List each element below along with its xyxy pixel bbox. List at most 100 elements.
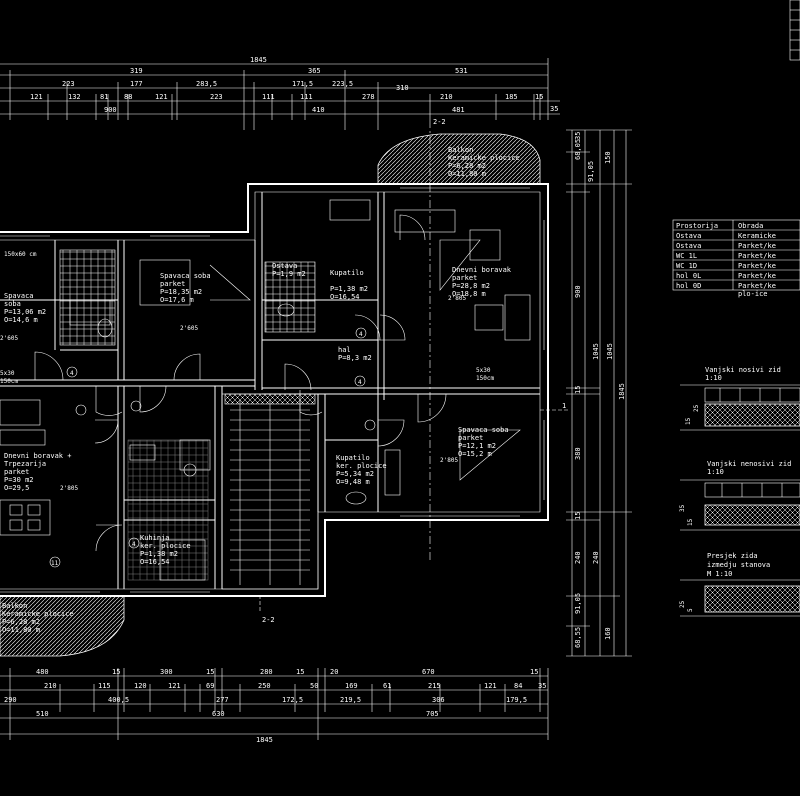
svg-text:Spavaca soba: Spavaca soba <box>458 426 509 434</box>
room-dnevni-trpezarija: Dnevni boravak + Trpezarija parket P=30 … <box>4 452 71 492</box>
detail-3-title: Presjek zida <box>707 552 758 560</box>
svg-text:soba: soba <box>4 300 21 308</box>
balcony-top <box>377 133 541 185</box>
room-balkon-bottom: Balkon Keramicke plocice P=6,28 m2 O=11,… <box>2 602 74 634</box>
dim-top-r4-2: 132 <box>68 93 81 101</box>
finish-row-3-finish: Parket/ke <box>738 252 776 260</box>
marker-label-1: 4 <box>70 370 74 377</box>
dim-right-c1-7: 380 <box>574 447 582 460</box>
svg-text:P=1,38 m2: P=1,38 m2 <box>330 285 368 293</box>
detail-3-dim-2: 5 <box>687 608 694 612</box>
balcony-bottom-left <box>0 595 125 657</box>
svg-text:hal: hal <box>338 346 351 354</box>
dim-right-c2-2: 1045 <box>592 343 600 360</box>
room-labels: Balkon Keramicke plocice P=6,28 m2 O=11,… <box>2 146 520 634</box>
marker-label-5: 11 <box>51 560 59 567</box>
svg-text:P=8,3 m2: P=8,3 m2 <box>338 354 372 362</box>
marker-label-2: 4 <box>358 379 362 386</box>
svg-text:Spavaca soba: Spavaca soba <box>160 272 211 280</box>
detail-2-scale: 1:10 <box>707 468 724 476</box>
room-spavaca-soba-3: Spavaca soba P=13,06 m2 O=14,6 m <box>4 292 46 324</box>
dim-top-r3-3: 283,5 <box>196 80 217 88</box>
dim-bot-r2-3: 120 <box>134 682 147 690</box>
wall-detail-3: Presjek zida izmedju stanova M 1:10 25 5 <box>679 552 800 617</box>
dim-bot-r2-11: 121 <box>484 682 497 690</box>
finish-table-header-finish: Obrada <box>738 222 763 230</box>
finish-row-5-finish: Parket/ke <box>738 272 776 280</box>
detail-2-title: Vanjski nenosivi zid <box>707 460 791 468</box>
svg-text:Dnevni boravak +: Dnevni boravak + <box>4 452 71 460</box>
dim-bot-r1-9: 15 <box>530 668 538 676</box>
room-balkon-top: Balkon Keramicke plocice P=6,28 m2 O=11,… <box>448 146 520 178</box>
svg-text:O=9,48 m: O=9,48 m <box>336 478 370 486</box>
svg-text:parket: parket <box>452 274 477 282</box>
svg-text:O=18,8 m: O=18,8 m <box>452 290 486 298</box>
dim-bot-r2-4: 121 <box>168 682 181 690</box>
dim-right-c2-4: 160 <box>604 627 612 640</box>
dim-bot-total: 1845 <box>256 736 273 744</box>
svg-text:P=1,9 m2: P=1,9 m2 <box>272 270 306 278</box>
dim-bot-r1-2: 15 <box>112 668 120 676</box>
svg-text:Keramicke plocice: Keramicke plocice <box>448 154 520 162</box>
finish-table-extra: plo-ice <box>738 290 768 298</box>
dim-right-c1-3: 91,05 <box>587 161 595 182</box>
dim-bot-r2-10: 215 <box>428 682 441 690</box>
staircase <box>221 393 319 590</box>
svg-text:parket: parket <box>4 468 29 476</box>
window-note-4: 5x30 <box>0 370 15 377</box>
dim-right-c1-11: 68,55 <box>574 627 582 648</box>
finish-row-1-room: Ostava <box>676 232 701 240</box>
svg-text:Kuhinja: Kuhinja <box>140 534 170 542</box>
window-note-5: 150cm <box>0 378 18 385</box>
dim-top-r4-7: 111 <box>262 93 275 101</box>
top-dimension-labels: 1845 319 365 531 223 177 283,5 171,5 223… <box>30 56 558 114</box>
svg-text:Trpezarija: Trpezarija <box>4 460 46 468</box>
svg-text:O=15,2 m: O=15,2 m <box>458 450 492 458</box>
window-note-8: 2'805 <box>448 295 466 302</box>
window-note-6: 2'805 <box>440 457 458 464</box>
dim-bot-r3-1: 290 <box>4 696 17 704</box>
dim-bot-r1-5: 280 <box>260 668 273 676</box>
dim-top-r4-1: 121 <box>30 93 43 101</box>
dim-bot-r2-12: 84 <box>514 682 522 690</box>
detail-3-dim-1: 25 <box>679 600 686 608</box>
dim-bot-r2-2: 115 <box>98 682 111 690</box>
dim-top-r5-1: 900 <box>104 106 117 114</box>
dim-bot-r3-2: 400,5 <box>108 696 129 704</box>
dim-top-r4-8: 111 <box>300 93 313 101</box>
dim-top-r3-5: 223,5 <box>332 80 353 88</box>
dim-top-r4-11: 185 <box>505 93 518 101</box>
dim-right-c1-10: 91,05 <box>574 593 582 614</box>
marker-label-4: 4 <box>359 331 363 338</box>
kitchen-tiles <box>127 439 209 581</box>
svg-text:P=5,34 m2: P=5,34 m2 <box>336 470 374 478</box>
room-kupatilo-2: Kupatilo ker. plocice P=5,34 m2 O=9,48 m <box>336 454 387 486</box>
svg-text:P=30 m2: P=30 m2 <box>4 476 34 484</box>
finish-row-2-finish: Parket/ke <box>738 242 776 250</box>
detail-1-title: Vanjski nosivi zid <box>705 366 781 374</box>
dim-bot-r3-7: 179,5 <box>506 696 527 704</box>
svg-text:O=17,6 m: O=17,6 m <box>160 296 194 304</box>
svg-text:ker. plocice: ker. plocice <box>140 542 191 550</box>
dim-bot-r2-13: 35 <box>538 682 546 690</box>
room-dnevni-boravak: Dnevni boravak parket P=28,8 m2 O=18,8 m <box>452 266 512 298</box>
section-markers <box>259 120 570 612</box>
svg-text:P=1,38 m2: P=1,38 m2 <box>140 550 178 558</box>
dim-top-r4-5: 121 <box>155 93 168 101</box>
dim-bot-r2-5: 69 <box>206 682 214 690</box>
dim-right-c1-9: 240 <box>574 551 582 564</box>
section-mark-top: 2-2 <box>433 118 446 126</box>
bottom-dimension-lines <box>0 668 549 740</box>
dim-top-r4-6: 223 <box>210 93 223 101</box>
finish-row-3-room: WC 1L <box>676 252 697 260</box>
detail-2-dim-2: 15 <box>687 518 694 526</box>
detail-2-dim-1: 35 <box>679 504 686 512</box>
dim-top-r4-9: 278 <box>362 93 375 101</box>
dim-bot-r2-1: 210 <box>44 682 57 690</box>
dim-right-c1-8: 15 <box>574 512 582 520</box>
window-note-1: 150x60 cm <box>4 251 37 258</box>
dim-bot-r2-9: 61 <box>383 682 391 690</box>
dim-bot-r1-3: 300 <box>160 668 173 676</box>
finish-table: Prostorija Obrada Ostava Keramicke Ostav… <box>672 219 800 298</box>
